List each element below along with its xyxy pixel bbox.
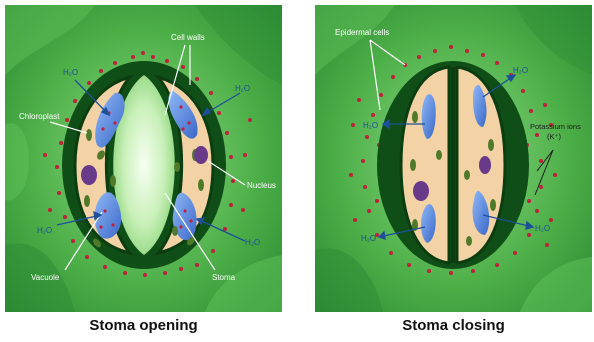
h2o-label-bottom-left: H₂O [37, 226, 52, 235]
nucleus-right-closed [479, 156, 491, 174]
stoma-label: Stoma [212, 273, 236, 282]
h2o-label-left-bottom: H₂O [361, 234, 376, 243]
vacuole-label: Vacuole [31, 273, 60, 282]
nucleus-right [194, 146, 208, 164]
stoma-closing-caption: Stoma closing [315, 317, 592, 334]
nucleus-left [81, 165, 97, 185]
potassium-symbol-label: (K⁺) [547, 132, 561, 141]
potassium-ions-label: Potassium ions [530, 122, 581, 131]
stoma-closing-panel: Epidermal cells Potassium ions (K⁺) H₂O … [315, 5, 592, 312]
h2o-label-right-bottom: H₂O [535, 224, 550, 233]
stoma-opening-diagram: Cell walls Chloroplast Nucleus Vacuole S… [5, 5, 282, 312]
h2o-label-top-left: H₂O [63, 68, 78, 77]
h2o-label-left-mid: H₂O [363, 121, 378, 130]
epidermal-cells-label: Epidermal cells [335, 28, 389, 37]
stoma-opening-caption: Stoma opening [5, 317, 282, 334]
stoma-closing-diagram: Epidermal cells Potassium ions (K⁺) H₂O … [315, 5, 592, 312]
nucleus-left-closed [413, 181, 429, 201]
chloroplast-label: Chloroplast [19, 112, 60, 121]
h2o-label-top-right: H₂O [235, 84, 250, 93]
cell-walls-label: Cell walls [171, 33, 205, 42]
h2o-label-right-top: H₂O [513, 66, 528, 75]
nucleus-label: Nucleus [247, 181, 276, 190]
h2o-label-bottom-right: H₂O [245, 238, 260, 247]
stoma-opening-panel: Cell walls Chloroplast Nucleus Vacuole S… [5, 5, 282, 312]
